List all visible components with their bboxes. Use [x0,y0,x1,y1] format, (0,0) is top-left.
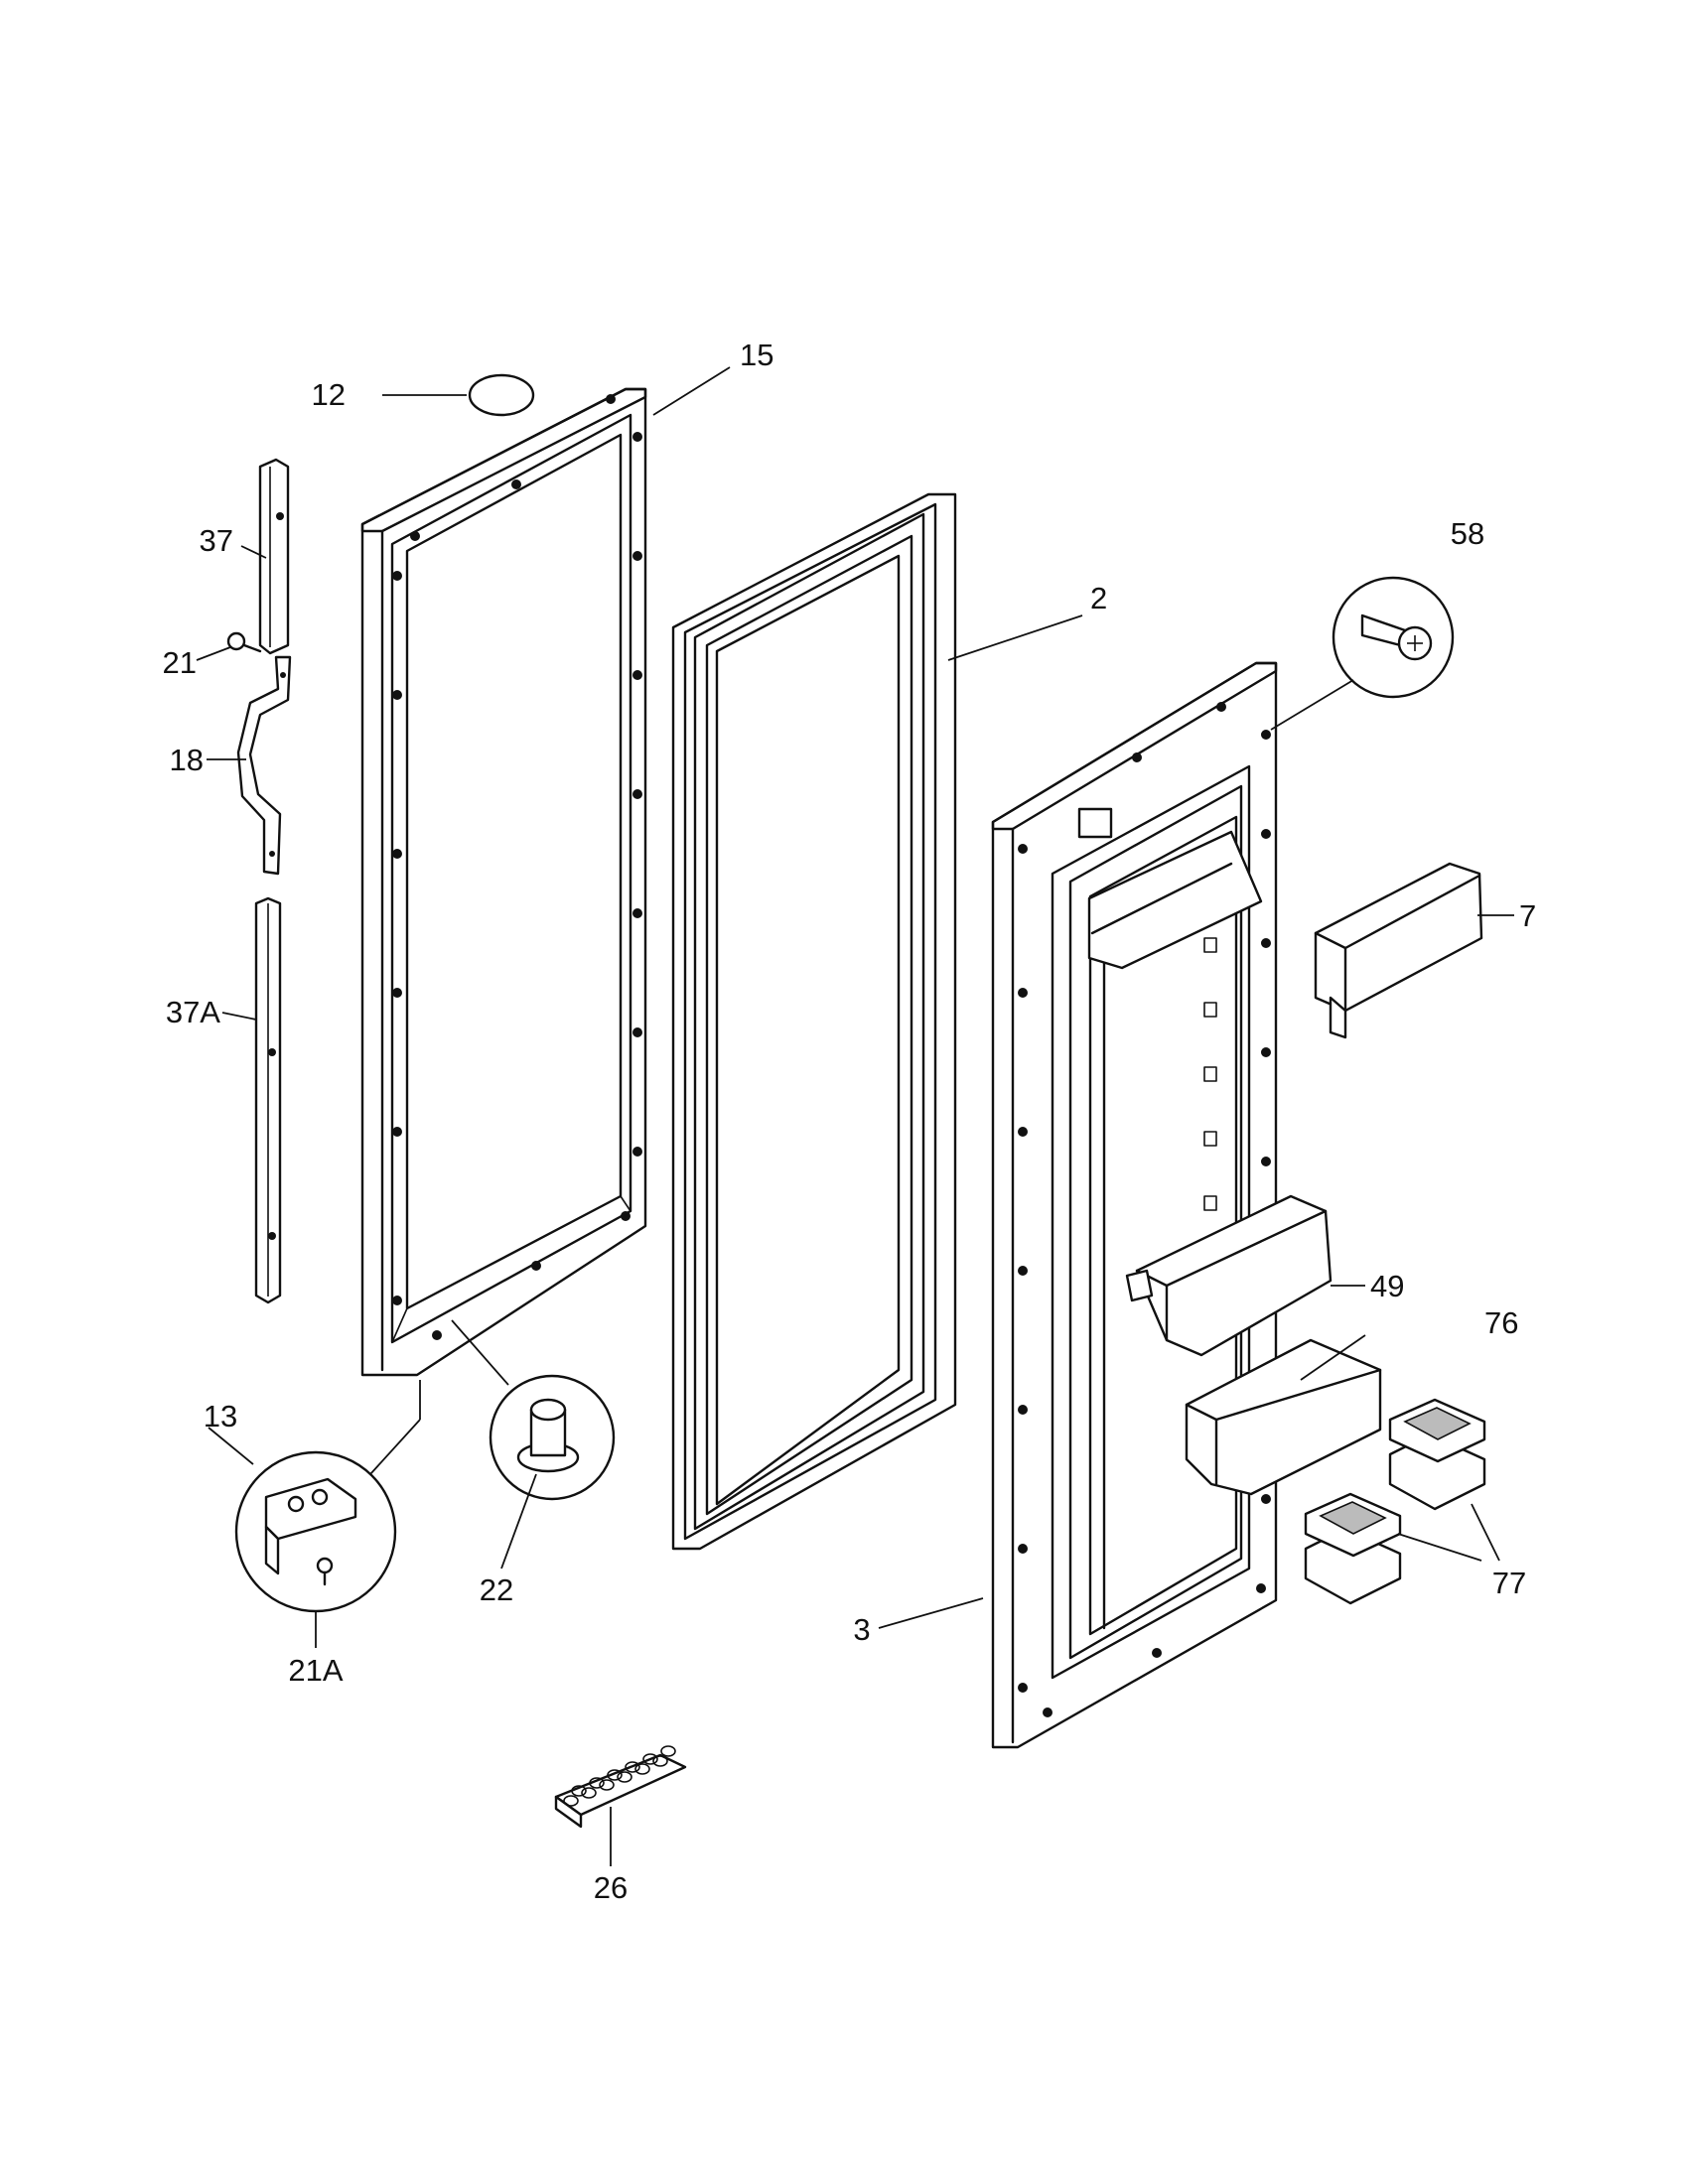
egg-cup [599,1779,615,1791]
egg-cup [607,1769,623,1781]
shelf-peg [1203,1066,1217,1082]
screw-hole [632,1147,642,1157]
container-lid-mesh [1319,1501,1387,1535]
part-26-egg-tray [554,1745,687,1866]
egg-cup [625,1761,640,1773]
screw-hole [632,670,642,680]
callout-12: 12 [312,377,346,412]
screw-hole [1261,1157,1271,1166]
screw-hole [606,394,616,404]
egg-cup [589,1777,605,1789]
part-58-screw-detail [1270,576,1455,731]
screw-hole [1261,829,1271,839]
screw-hole [632,789,642,799]
part-21-screw [226,631,262,653]
screw-hole [511,479,521,489]
screw-hole [1018,1683,1028,1693]
callout-13: 13 [204,1399,237,1433]
screw-hole [1132,752,1142,762]
screw-hole [1261,1494,1271,1504]
screw-hole [621,1211,631,1221]
part-15-door-frame [360,387,647,1377]
leader-lines [196,366,1514,1629]
screw-hole [1152,1648,1162,1658]
egg-cup [563,1795,579,1807]
callout-21a: 21A [288,1653,343,1688]
container-lid-mesh [1403,1407,1472,1440]
screw-hole [410,531,420,541]
screw-hole [392,988,402,998]
part-18-hinge-strap [236,655,292,876]
screw-hole [1018,1127,1028,1137]
part-12-cap [468,373,535,417]
part-76-door-bin [1185,1338,1382,1496]
screw-hole [392,849,402,859]
callout-37: 37 [200,523,233,558]
shelf-peg [1203,937,1217,953]
screw-hole [1018,988,1028,998]
screw-hole [632,908,642,918]
part-7-cover [1314,862,1483,1039]
screw-hole [632,432,642,442]
egg-cup [652,1755,668,1767]
screw-hole [1018,1266,1028,1276]
screw-hole [392,1127,402,1137]
screw-hole [392,690,402,700]
part-49-door-bin [1125,1194,1333,1357]
shelf-peg [1203,1195,1217,1211]
screw-hole [1256,1583,1266,1593]
screw-hole [632,1027,642,1037]
callout-22: 22 [480,1572,513,1607]
callout-labels: 12 15 37 21 18 37A 2 58 7 49 76 13 22 21… [163,338,1537,1905]
part-2-door-gasket [671,492,957,1551]
egg-cup [634,1763,650,1775]
part-3-door-liner [991,661,1278,1749]
screw-hole [1261,938,1271,948]
callout-76: 76 [1484,1305,1518,1340]
screw-hole [1216,702,1226,712]
callout-21: 21 [163,645,197,680]
shelf-peg [1203,1002,1217,1018]
screw-hole [1018,1405,1028,1415]
part-37-upper-trim [258,458,290,655]
shelf-peg [1203,1131,1217,1147]
part-37a-lower-trim [254,896,282,1304]
part-77-containers [1304,1398,1486,1605]
screw-hole [632,551,642,561]
callout-58: 58 [1451,516,1484,551]
screw-hole [531,1261,541,1271]
callout-18: 18 [170,743,204,777]
screw-hole [1261,1047,1271,1057]
part-13-bracket-detail [234,1380,421,1648]
egg-cup [617,1771,632,1783]
egg-cup [642,1753,658,1765]
callout-26: 26 [594,1870,628,1905]
egg-cup [571,1785,587,1797]
screw-hole [1261,730,1271,740]
callout-77: 77 [1492,1566,1526,1600]
egg-cup [581,1787,597,1799]
screw-hole [392,571,402,581]
egg-cup [660,1745,676,1757]
callout-7: 7 [1519,898,1536,933]
screw-hole [1018,844,1028,854]
screw-hole [392,1296,402,1305]
callout-37a: 37A [166,995,220,1029]
screw-hole [1043,1707,1052,1717]
callout-49: 49 [1370,1269,1404,1303]
callout-3: 3 [853,1612,870,1647]
part-22-cap-detail [451,1319,616,1570]
screw-hole [1018,1544,1028,1554]
screw-hole [432,1330,442,1340]
callout-2: 2 [1090,581,1107,615]
callout-15: 15 [740,338,773,372]
